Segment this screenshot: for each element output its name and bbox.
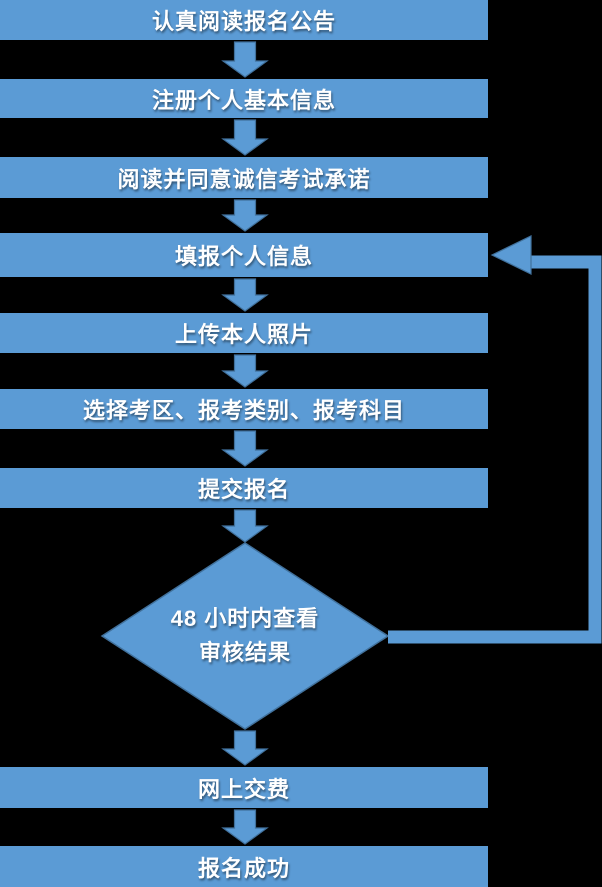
decision-label-line2: 审核结果 [198,640,291,665]
down-arrow-icon [221,119,269,156]
down-arrow-icon [221,809,269,845]
flow-step-fill-personal-info: 填报个人信息 [0,233,488,277]
flow-step-pay-online: 网上交费 [0,767,488,808]
flow-step-register-basic-info: 注册个人基本信息 [0,79,488,118]
flow-step-upload-photo: 上传本人照片 [0,313,488,353]
flow-step-read-announcement: 认真阅读报名公告 [0,0,488,40]
decision-label-line1: 48 小时内查看 [170,606,320,631]
flow-step-submit-registration: 提交报名 [0,468,488,508]
down-arrow-icon [221,41,269,78]
down-arrow-icon [221,354,269,388]
down-arrow-icon [221,509,269,543]
decision-check-review-result: 48 小时内查看 审核结果 [102,543,388,729]
loop-back-arrow-icon [490,235,532,275]
flow-step-agree-honesty-pledge: 阅读并同意诚信考试承诺 [0,157,488,198]
down-arrow-icon [221,199,269,232]
flow-step-select-exam-options: 选择考区、报考类别、报考科目 [0,389,488,429]
down-arrow-icon [221,278,269,312]
down-arrow-icon [221,430,269,467]
down-arrow-icon [221,730,269,766]
flow-step-registration-success: 报名成功 [0,846,488,887]
